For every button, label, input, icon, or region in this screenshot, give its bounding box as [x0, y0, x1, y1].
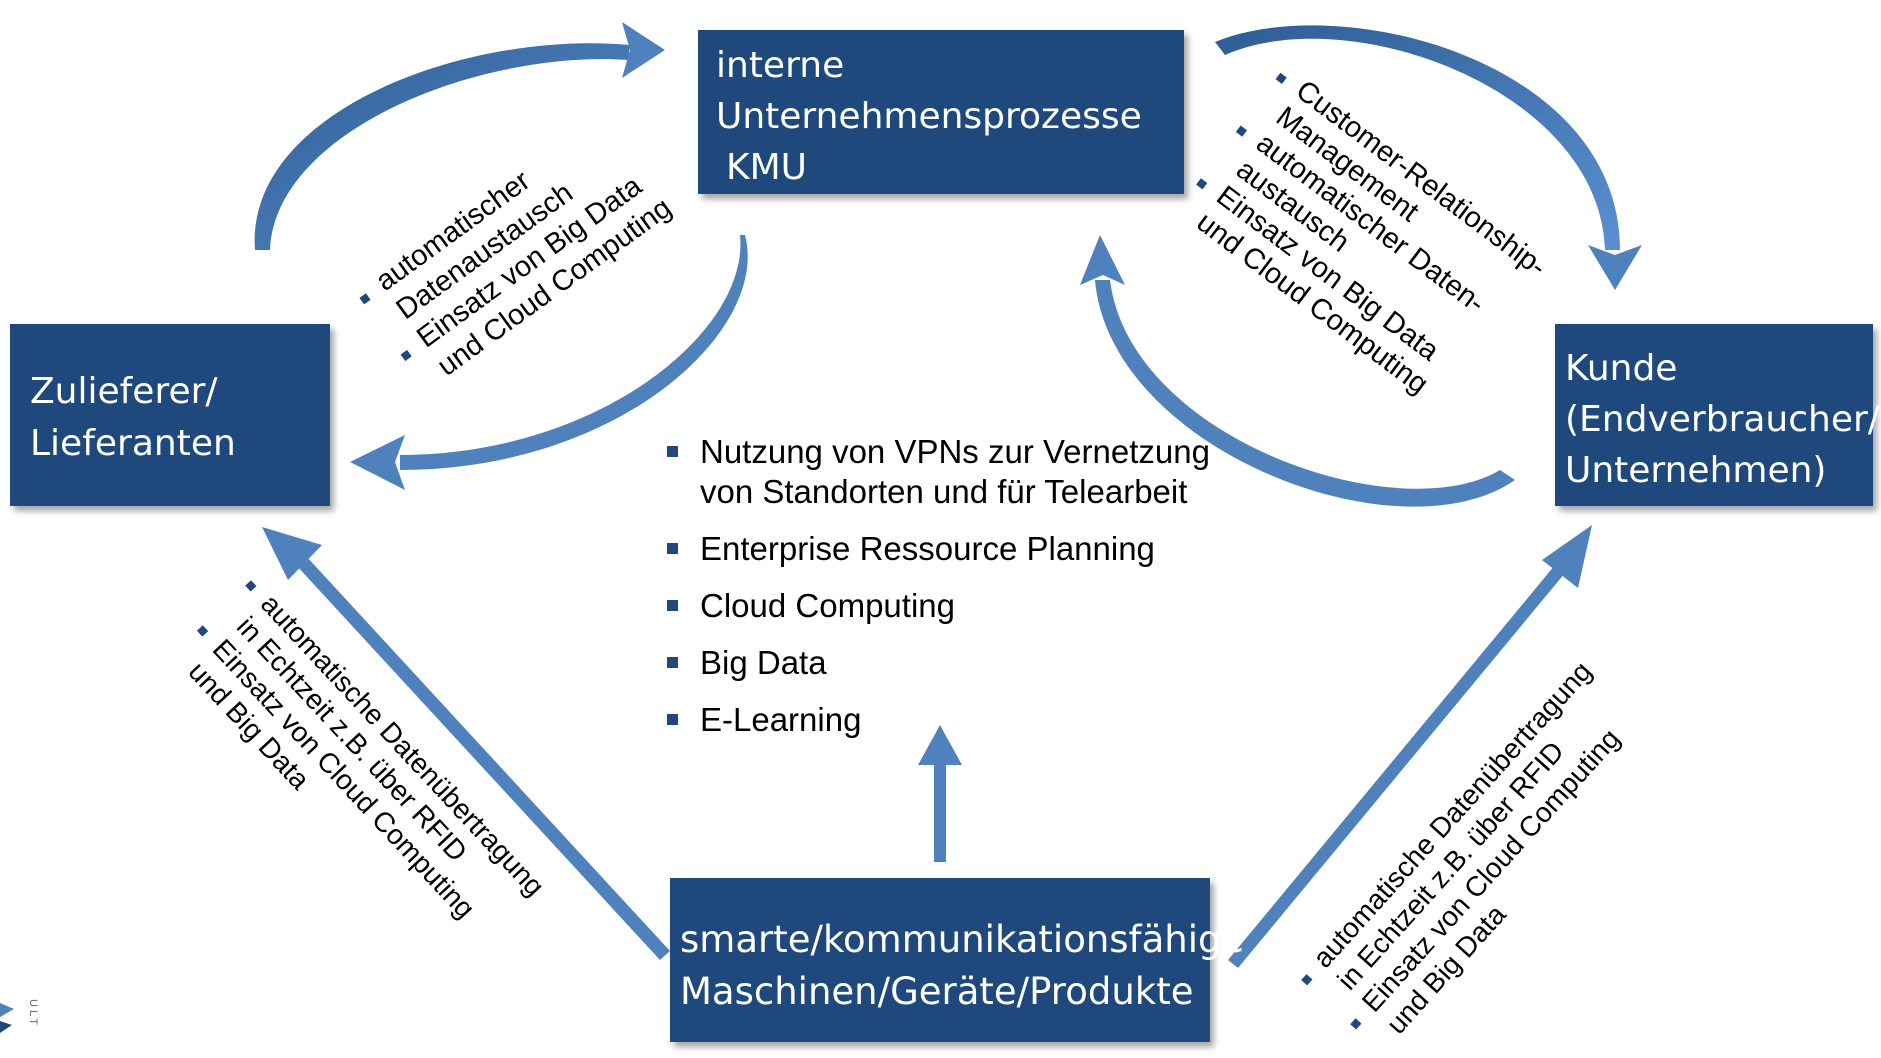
box-line: Maschinen/Geräte/Produkte	[680, 970, 1194, 1013]
box-line: interne	[716, 45, 845, 86]
center-line: Cloud Computing	[700, 587, 955, 624]
box-line: KMU	[726, 147, 808, 188]
box-line: Lieferanten	[30, 423, 236, 464]
logo-icon: ULT	[0, 999, 39, 1033]
center-list: Nutzung von VPNs zur Vernetzung von Stan…	[660, 432, 1210, 757]
center-list-item: Enterprise Ressource Planning	[660, 529, 1210, 569]
center-line: von Standorten und für Telearbeit	[700, 473, 1188, 510]
logo-text: ULT	[27, 999, 39, 1028]
arrowhead-to-center	[918, 725, 962, 765]
center-line: E-Learning	[700, 701, 862, 738]
center-list-item: Nutzung von VPNs zur Vernetzung von Stan…	[660, 432, 1210, 512]
center-line: Nutzung von VPNs zur Vernetzung	[700, 433, 1210, 470]
center-list-item: E-Learning	[660, 700, 1210, 740]
box-line: smarte/kommunikationsfähige	[680, 918, 1245, 961]
arc-kunde-to-interne	[1095, 280, 1515, 507]
arrow-smart-to-kunde	[1228, 565, 1565, 968]
center-line: Big Data	[700, 644, 827, 681]
arrowhead-to-kunde	[1588, 245, 1642, 290]
box-line: Unternehmen)	[1565, 450, 1827, 491]
center-line: Enterprise Ressource Planning	[700, 530, 1155, 567]
box-line: Zulieferer/	[30, 371, 218, 412]
arrow-smart-to-zulieferer	[296, 556, 670, 960]
arrowhead-to-interne-right	[1080, 235, 1125, 285]
arrow-smart-to-center-shaft	[934, 760, 946, 862]
box-zulieferer-lieferanten: Zulieferer/ Lieferanten	[10, 324, 330, 506]
box-smarte-maschinen: smarte/kommunikationsfähige Maschinen/Ge…	[670, 878, 1245, 1042]
center-list-item: Cloud Computing	[660, 586, 1210, 626]
arrowhead-to-kunde-bottom	[1542, 525, 1592, 588]
arc-zulieferer-to-interne	[254, 43, 630, 250]
box-interne-unternehmensprozesse: interne Unternehmensprozesse KMU	[698, 30, 1184, 194]
arrowhead-to-zulieferer	[350, 435, 405, 490]
box-line: Kunde	[1565, 348, 1678, 389]
logo: ULT	[0, 995, 40, 1042]
arc-interne-to-zulieferer	[400, 235, 748, 470]
box-line: (Endverbraucher/	[1565, 399, 1880, 440]
center-list-item: Big Data	[660, 643, 1210, 683]
arrowhead-to-interne	[622, 22, 665, 78]
box-kunde: Kunde (Endverbraucher/ Unternehmen)	[1555, 324, 1880, 506]
box-line: Unternehmensprozesse	[716, 96, 1142, 137]
arrowhead-to-zulieferer-bottom	[262, 527, 322, 580]
